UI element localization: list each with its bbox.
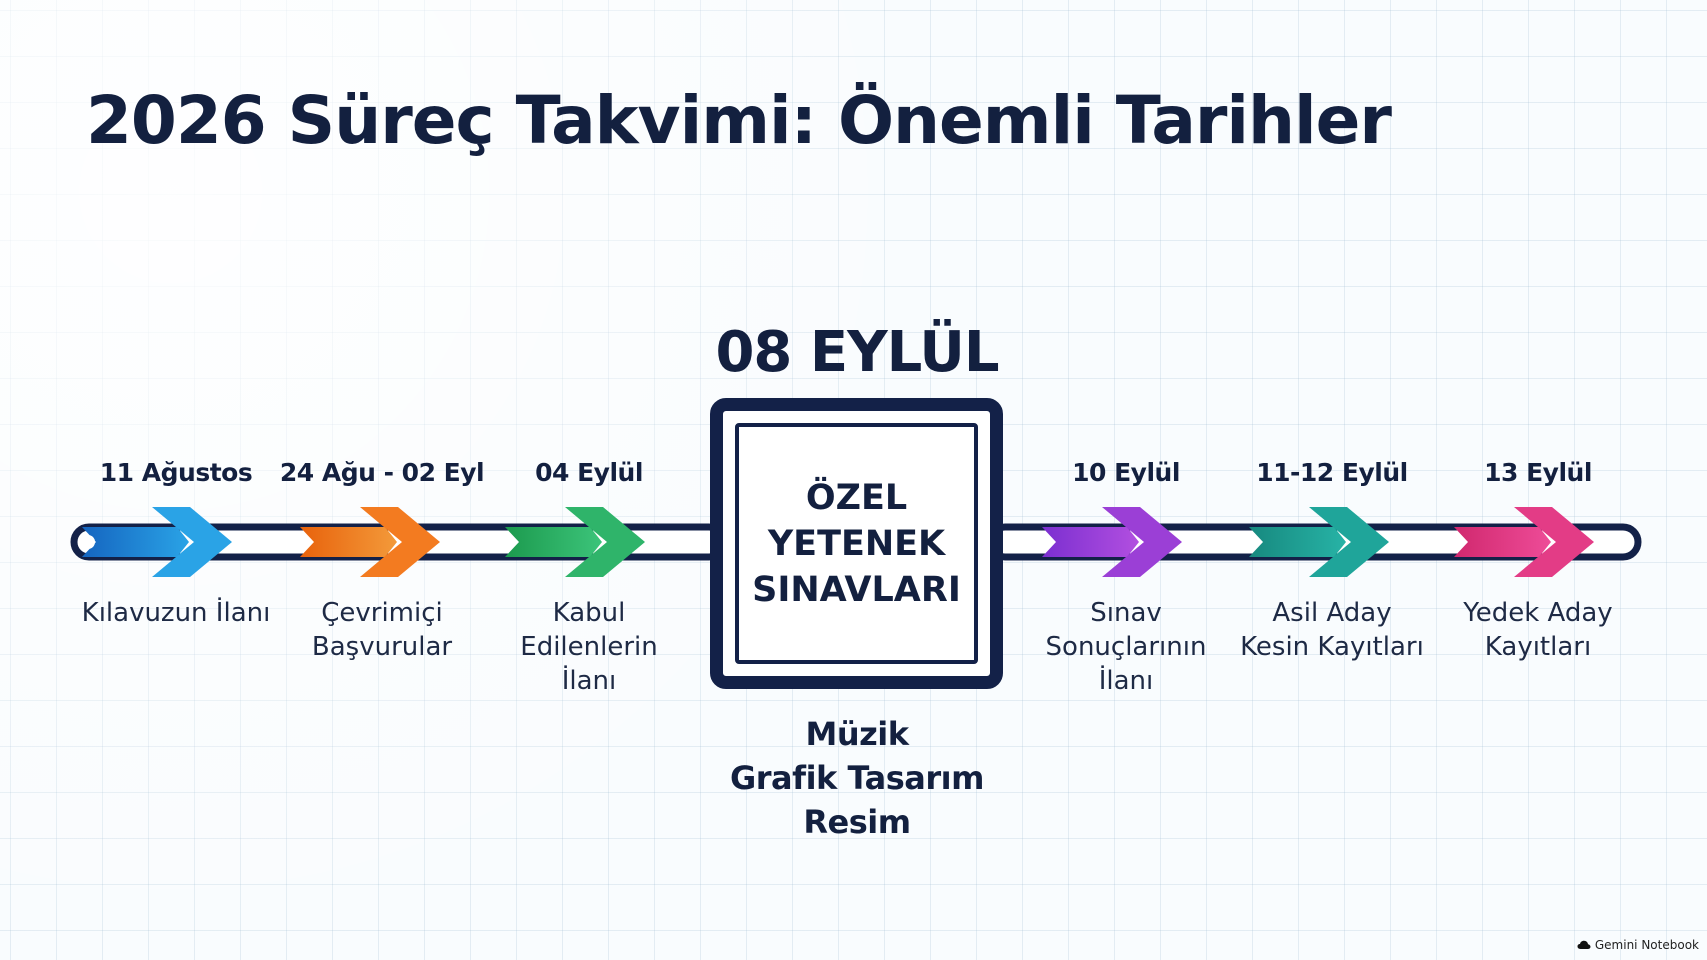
program-item: Müzik — [805, 715, 910, 753]
event-desc-6: Yedek Aday Kayıtları — [1463, 598, 1613, 662]
event-desc-2: Çevrimiçi Başvurular — [311, 598, 453, 662]
event-desc-4: Sınav Sonuçlarının İlanı — [1045, 598, 1207, 696]
milestone-arrow — [1249, 507, 1389, 577]
exam-box-inner: ÖZEL YETENEK SINAVLARI — [735, 423, 978, 664]
date-label-4: 10 Eylül — [1072, 458, 1180, 487]
watermark-text: Gemini Notebook — [1594, 938, 1699, 952]
arrow-shaft — [1042, 527, 1139, 557]
milestone-arrow — [1042, 507, 1182, 577]
milestone-arrow — [505, 507, 645, 577]
program-list: Müzik Grafik Tasarım Resim — [677, 712, 1037, 844]
event-desc-1: Kılavuzun İlanı — [81, 598, 271, 628]
date-label-2: 24 Ağu - 02 Eyl — [279, 458, 485, 487]
date-label-3: 04 Eylül — [535, 458, 643, 487]
page-title: 2026 Süreç Takvimi: Önemli Tarihler — [86, 82, 1392, 159]
arrow-head — [1514, 507, 1594, 577]
timeline-start-dot — [81, 535, 95, 549]
arrow-head — [565, 507, 645, 577]
date-label-5: 11-12 Eylül — [1256, 458, 1408, 487]
arrow-shaft — [1454, 527, 1551, 557]
date-label-1: 11 Ağustos — [99, 458, 253, 487]
date-label-6: 13 Eylül — [1484, 458, 1592, 487]
arrow-shaft — [505, 527, 602, 557]
exam-title: ÖZEL YETENEK SINAVLARI — [752, 477, 961, 610]
arrow-shaft — [1249, 527, 1346, 557]
arrow-shaft — [82, 527, 189, 557]
exam-box: ÖZEL YETENEK SINAVLARI — [710, 398, 1003, 689]
exam-date: 08 EYLÜL — [715, 320, 999, 385]
program-item: Grafik Tasarım — [730, 759, 984, 797]
program-item: Resim — [803, 803, 911, 841]
arrow-shaft — [300, 527, 397, 557]
milestone-arrow — [1454, 507, 1594, 577]
milestone-arrow — [300, 507, 440, 577]
cloud-icon — [1577, 940, 1591, 949]
arrow-head — [360, 507, 440, 577]
event-desc-3: Kabul Edilenlerin İlanı — [520, 598, 658, 696]
arrow-head — [152, 507, 232, 577]
milestone-arrow — [82, 507, 232, 577]
event-desc-5: Asil Aday Kesin Kayıtları — [1240, 598, 1424, 662]
arrow-head — [1309, 507, 1389, 577]
watermark: Gemini Notebook — [1577, 938, 1699, 952]
arrow-head — [1102, 507, 1182, 577]
